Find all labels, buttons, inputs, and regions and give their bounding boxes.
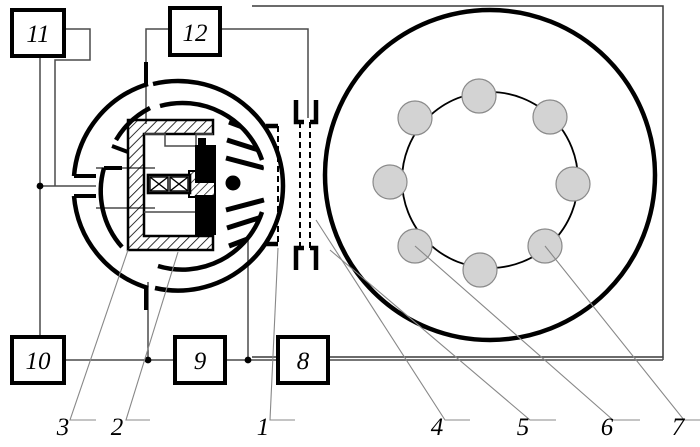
callout-6-label: 6 <box>601 414 614 441</box>
shell-gap-ticks <box>74 62 148 310</box>
inner-shell-ticks <box>104 144 129 170</box>
dashed-channels <box>277 122 311 248</box>
block-10-box[interactable] <box>10 335 66 385</box>
housing-hatch-frame <box>126 118 215 252</box>
junction-dot <box>36 182 44 190</box>
block-12-box[interactable] <box>168 6 222 57</box>
callout-7-label: 7 <box>672 414 686 441</box>
callout-4-label: 4 <box>431 414 444 441</box>
housing-cross-section <box>126 118 216 252</box>
coil-block-lower <box>195 195 216 235</box>
junction-dots <box>36 182 252 364</box>
housing-inner-step-upper <box>144 133 213 147</box>
bearing-ball-cross <box>169 176 189 192</box>
callout-1-label: 1 <box>257 414 270 441</box>
bearing-ball-cross <box>149 176 169 192</box>
pole-circle <box>461 78 497 114</box>
shaft-center-dot <box>225 175 241 191</box>
block-9-box[interactable] <box>173 335 227 385</box>
channel-brackets <box>266 100 319 270</box>
leader-lines <box>69 219 700 421</box>
rotor-outer-circle <box>322 7 658 343</box>
block-8-label: 8 <box>297 348 310 375</box>
junction-dot <box>244 356 252 364</box>
bearing-balls <box>146 173 192 195</box>
bearing-hatch-block <box>188 170 216 198</box>
block-9-label: 9 <box>194 348 207 375</box>
pole-circle <box>397 100 433 136</box>
callout-2-label: 2 <box>111 414 124 441</box>
pole-circle <box>462 252 498 288</box>
pole-circle <box>372 164 408 200</box>
block-11-label: 11 <box>26 21 49 48</box>
coil-tab <box>198 138 206 147</box>
pole-circle <box>532 99 568 135</box>
callout-3-label: 3 <box>56 414 70 441</box>
pole-circle <box>555 166 591 202</box>
block-11-box[interactable] <box>10 8 66 58</box>
stator-outer-shell <box>71 78 286 293</box>
block-12-label: 12 <box>183 20 208 47</box>
callout-5-label: 5 <box>517 414 530 441</box>
wiring-network <box>39 28 664 361</box>
block-10-label: 10 <box>26 348 52 375</box>
block-8-box[interactable] <box>276 335 330 385</box>
outer-signal-frame <box>252 5 664 358</box>
control-blocks <box>10 6 330 385</box>
junction-dot <box>144 356 152 364</box>
